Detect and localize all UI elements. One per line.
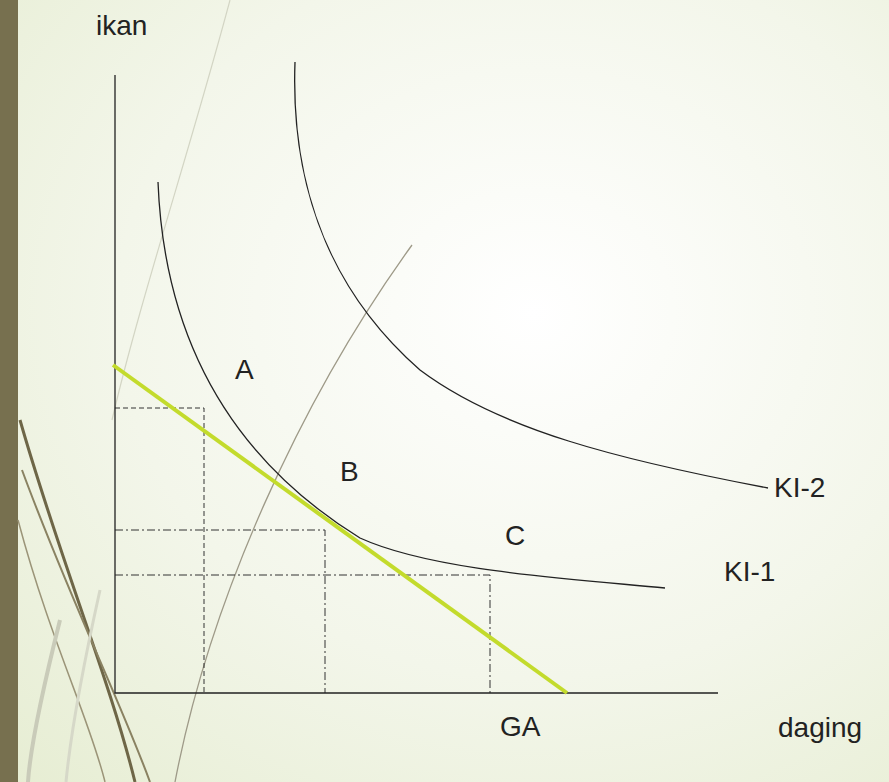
guide-lines bbox=[115, 408, 490, 693]
axis-label: ikan bbox=[96, 12, 147, 40]
curve-label: KI-1 bbox=[724, 558, 775, 586]
point-label: B bbox=[340, 458, 359, 486]
side-strip bbox=[0, 0, 18, 782]
axes bbox=[115, 75, 718, 693]
line-label: GA bbox=[500, 713, 540, 741]
axis-label: daging bbox=[778, 714, 862, 742]
point-label: C bbox=[505, 522, 525, 550]
decor-lines bbox=[18, 0, 230, 782]
indifference-curve-1 bbox=[158, 182, 665, 588]
point-label: A bbox=[235, 356, 254, 384]
budget-line bbox=[113, 365, 567, 693]
indifference-curve-2 bbox=[295, 62, 768, 488]
curve-label: KI-2 bbox=[774, 474, 825, 502]
